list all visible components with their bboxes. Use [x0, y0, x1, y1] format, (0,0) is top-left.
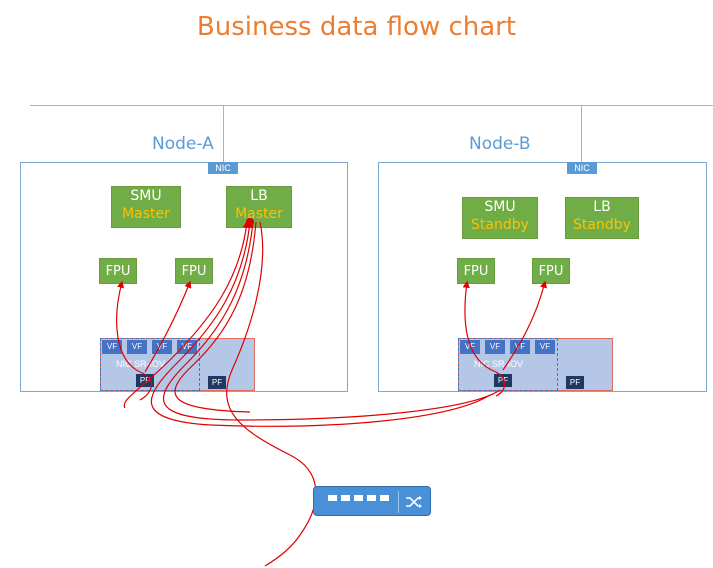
node-b-vf-4: VF	[535, 340, 555, 354]
node-b-sriov-dashed-region	[458, 338, 558, 391]
node-a-label: Node-A	[152, 134, 214, 154]
node-a-lb-name: LB	[250, 188, 268, 204]
lb-flow-origin-dot	[246, 218, 254, 226]
node-b-vf-2: VF	[485, 340, 505, 354]
node-a-smu-name: SMU	[130, 188, 162, 204]
flow-lb-4	[174, 221, 257, 413]
network-bus-line	[30, 105, 713, 106]
node-b-fpu-1: FPU	[457, 258, 495, 284]
node-b-pf-outer: PF	[566, 376, 584, 389]
node-b-lb: LB Standby	[565, 197, 639, 239]
switch-port-icon	[341, 495, 350, 501]
node-b-fpu-2: FPU	[532, 258, 570, 284]
node-b-lb-role: Standby	[573, 217, 631, 233]
node-a-vf-1: VF	[102, 340, 122, 354]
node-a-vf-4: VF	[177, 340, 197, 354]
switch-separator	[398, 491, 399, 513]
switch-port-icon	[380, 495, 389, 501]
node-a-fpu-1: FPU	[99, 258, 137, 284]
node-a-lb: LB Master	[226, 186, 292, 228]
switch-crossed-arrows-icon	[406, 496, 422, 508]
node-b-smu-name: SMU	[484, 199, 516, 215]
flow-b-fpu2	[502, 280, 548, 371]
node-b-smu-role: Standby	[471, 217, 529, 233]
flow-lb-switch	[226, 221, 317, 567]
node-b-label: Node-B	[469, 134, 531, 154]
flow-lb-1	[123, 220, 250, 409]
node-a-uplink	[223, 106, 224, 162]
node-b-lb-name: LB	[593, 199, 611, 215]
node-a-vf-2: VF	[127, 340, 147, 354]
flow-lb-3	[162, 221, 501, 421]
switch-port-icon	[354, 495, 363, 501]
node-a-lb-role: Master	[235, 206, 283, 222]
flow-a-fpu2	[144, 280, 192, 373]
node-b-sriov-label: NIC SR-IOV	[474, 359, 524, 369]
node-b-smu: SMU Standby	[462, 197, 538, 239]
node-a-smu: SMU Master	[111, 186, 181, 228]
node-a-sriov-label: NIC SR-IOV	[116, 359, 166, 369]
node-b-nic: NIC	[567, 162, 597, 174]
flow-b-fpu1	[462, 280, 506, 397]
switch-port-icon	[328, 495, 337, 501]
node-a-pf-inner: PF	[136, 374, 154, 387]
flow-lb-2	[150, 220, 491, 427]
node-a-pf-outer: PF	[208, 376, 226, 389]
diagram-title: Business data flow chart	[196, 12, 517, 42]
node-b-pf-inner: PF	[494, 374, 512, 387]
flow-a-fpu1	[116, 280, 153, 401]
node-a-fpu-2: FPU	[175, 258, 213, 284]
node-a-nic: NIC	[208, 162, 238, 174]
switch-port-icon	[367, 495, 376, 501]
node-a-smu-role: Master	[122, 206, 170, 222]
node-b-uplink	[581, 106, 582, 162]
network-switch-icon	[313, 486, 431, 516]
node-b-vf-1: VF	[460, 340, 480, 354]
